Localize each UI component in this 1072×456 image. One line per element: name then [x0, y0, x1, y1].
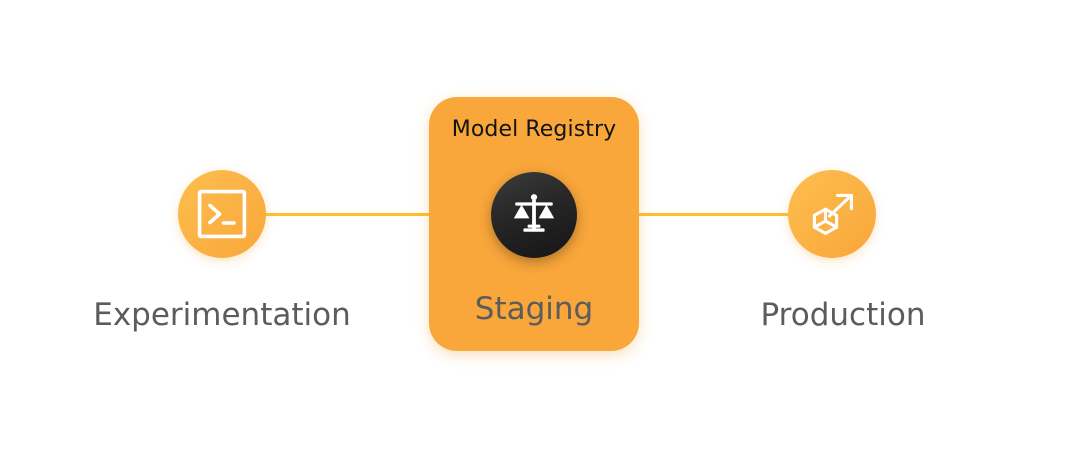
connector-staging-to-production — [628, 213, 808, 216]
connector-experimentation-to-staging — [262, 213, 442, 216]
balance-scales-icon — [510, 191, 558, 239]
terminal-icon — [197, 189, 247, 239]
stage-label-staging: Staging — [474, 291, 594, 327]
stage-node-experimentation[interactable] — [178, 170, 266, 258]
cube-arrow-icon — [807, 189, 857, 239]
stage-label-experimentation: Experimentation — [93, 297, 351, 333]
model-registry-card[interactable]: Model Registry — [429, 97, 639, 351]
stage-label-production: Production — [760, 297, 926, 333]
model-registry-icon-circle[interactable] — [491, 172, 577, 258]
stage-node-production[interactable] — [788, 170, 876, 258]
model-registry-title: Model Registry — [451, 117, 617, 142]
